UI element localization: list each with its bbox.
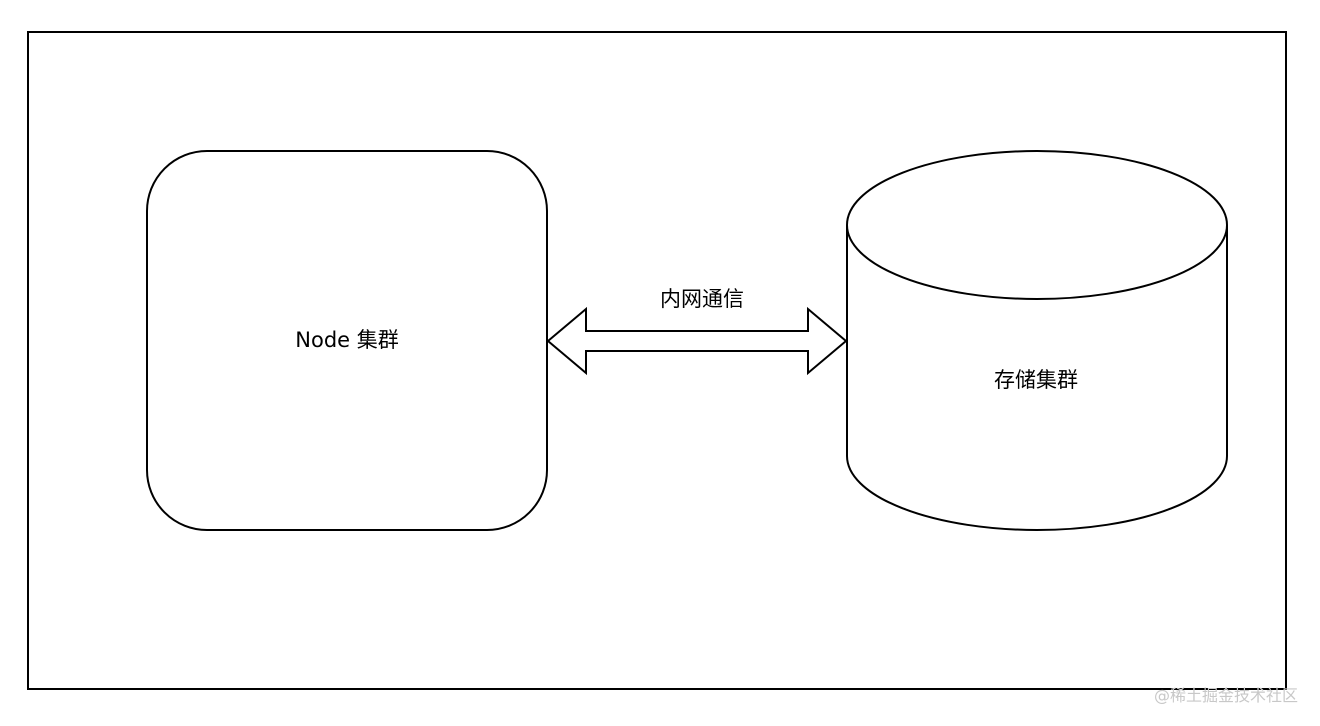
storage-cluster-label: 存储集群: [994, 368, 1078, 392]
bidirectional-arrow: [546, 306, 848, 376]
node-cluster-label: Node 集群: [295, 328, 399, 352]
diagram-frame: [27, 31, 1287, 690]
storage-cluster-cylinder: [846, 150, 1228, 531]
link-label: 内网通信: [660, 287, 744, 311]
watermark: @稀土掘金技术社区: [1153, 686, 1298, 705]
node-cluster-box: [146, 150, 548, 531]
